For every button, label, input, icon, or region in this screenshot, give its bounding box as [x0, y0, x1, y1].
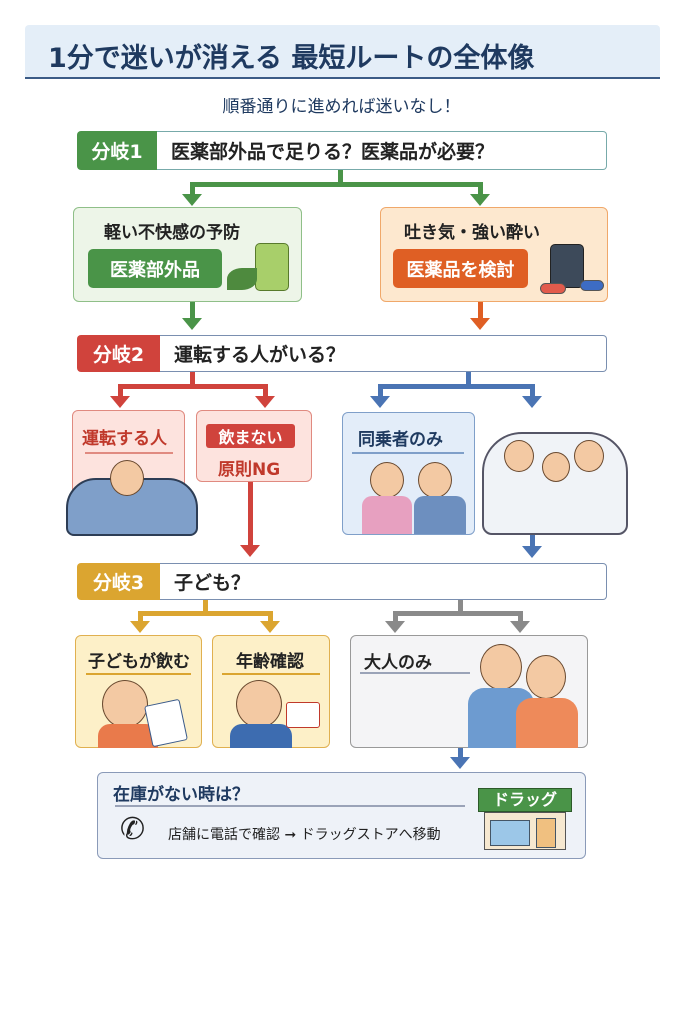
- child-title: 子どもが飲む: [88, 652, 190, 672]
- connector: [138, 611, 273, 616]
- connector: [393, 611, 523, 616]
- medicine-title: 吐き気・強い酔い: [404, 223, 540, 243]
- branch2-label: 分岐2: [77, 335, 160, 372]
- arrow-icon: [450, 757, 470, 769]
- divider: [86, 673, 191, 675]
- family-person-icon: [504, 440, 534, 472]
- jar-icon: [255, 243, 289, 291]
- drugstore-sign: ドラッグ: [478, 788, 572, 812]
- connector: [338, 170, 343, 184]
- passenger-title: 同乗者のみ: [358, 430, 443, 450]
- divider: [222, 673, 320, 675]
- connector: [478, 302, 483, 320]
- connector: [393, 611, 398, 623]
- connector: [458, 600, 463, 613]
- connector: [248, 482, 253, 546]
- page-title: 1分で迷いが消える 最短ルートの全体像: [48, 43, 535, 74]
- connector: [378, 384, 383, 398]
- connector: [138, 611, 143, 623]
- arrow-icon: [510, 621, 530, 633]
- branch3-label: 分岐3: [77, 563, 160, 600]
- arrow-icon: [260, 621, 280, 633]
- divider: [115, 805, 465, 807]
- connector: [268, 611, 273, 623]
- arrow-icon: [470, 194, 490, 206]
- divider: [85, 452, 173, 454]
- arrow-icon: [255, 396, 275, 408]
- arrow-icon: [385, 621, 405, 633]
- connector: [263, 384, 268, 398]
- quasi-drug-tag: 医薬部外品: [88, 249, 222, 288]
- connector: [458, 748, 463, 758]
- branch2-question: 運転する人がいる？: [160, 335, 607, 372]
- arrow-icon: [370, 396, 390, 408]
- family-person-icon: [542, 452, 570, 482]
- connector: [190, 302, 195, 320]
- divider: [360, 672, 470, 674]
- driver-person-icon: [110, 460, 144, 496]
- driver-title: 運転する人: [82, 429, 167, 449]
- connector: [378, 384, 535, 389]
- connector: [190, 182, 195, 196]
- arrow-icon: [182, 194, 202, 206]
- connector: [190, 182, 483, 187]
- connector: [118, 384, 268, 389]
- no-drink-text: 原則NG: [218, 460, 281, 480]
- branch1-label: 分岐1: [77, 131, 157, 170]
- connector: [518, 611, 523, 623]
- passenger-person-icon: [370, 462, 404, 498]
- title-bar: [25, 25, 660, 79]
- arrow-icon: [240, 545, 260, 557]
- quasi-drug-title: 軽い不快感の予防: [104, 223, 240, 243]
- family-person-icon: [574, 440, 604, 472]
- medicine-box-icon: [286, 702, 320, 728]
- connector: [530, 535, 535, 547]
- arrow-icon: [182, 318, 202, 330]
- phone-icon: ✆: [120, 812, 146, 847]
- divider: [352, 452, 464, 454]
- medicine-bottle-icon: [550, 244, 584, 288]
- connector: [190, 372, 195, 386]
- out-of-stock-title: 在庫がない時は？: [113, 785, 249, 805]
- adult-man-icon: [480, 644, 522, 690]
- connector: [466, 372, 471, 386]
- family-car-icon: [482, 432, 628, 535]
- adult-woman-icon: [526, 655, 566, 699]
- arrow-icon: [110, 396, 130, 408]
- arrow-icon: [522, 396, 542, 408]
- store-door: [536, 818, 556, 848]
- arrow-icon: [470, 318, 490, 330]
- connector: [118, 384, 123, 398]
- adult-title: 大人のみ: [364, 653, 432, 673]
- connector: [478, 182, 483, 196]
- medicine-tag: 医薬品を検討: [393, 249, 528, 288]
- branch3-question: 子ども？: [160, 563, 607, 600]
- adult-body: [516, 698, 578, 748]
- arrow-icon: [522, 546, 542, 558]
- connector: [203, 600, 208, 613]
- arrow-icon: [130, 621, 150, 633]
- branch1-question: 医薬部外品で足りる？医薬品が必要？: [157, 131, 607, 170]
- capsule-icon: [580, 280, 604, 291]
- age-check-title: 年齢確認: [236, 652, 304, 672]
- out-of-stock-instruction: 店舗に電話で確認 ➞ ドラッグストアへ移動: [168, 827, 441, 843]
- capsule-icon: [540, 283, 566, 294]
- passenger-person-icon: [418, 462, 452, 498]
- child-person-icon: [236, 680, 282, 728]
- passenger-body: [414, 496, 466, 534]
- connector: [530, 384, 535, 398]
- child-body: [230, 724, 292, 748]
- store-window: [490, 820, 530, 846]
- subtitle: 順番通りに進めれば迷いなし！: [222, 97, 461, 117]
- child-person-icon: [102, 680, 148, 728]
- leaf-icon: [227, 268, 257, 290]
- no-drink-tag: 飲まない: [206, 424, 295, 448]
- passenger-body: [362, 496, 412, 534]
